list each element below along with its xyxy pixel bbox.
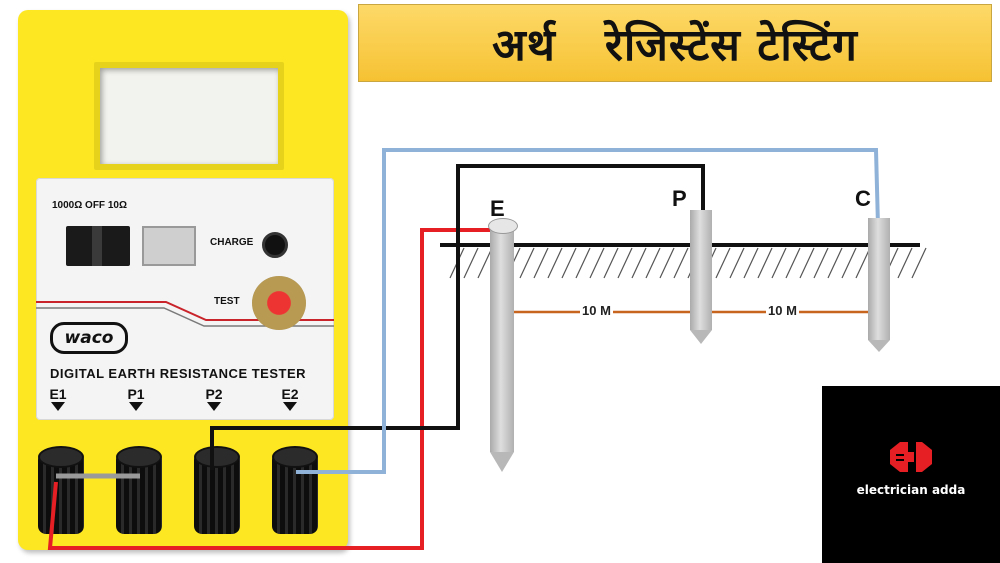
- electrode-p: [690, 210, 712, 330]
- terminal-p1: P1: [116, 386, 156, 411]
- electrode-e-label: E: [490, 196, 505, 221]
- channel-name: electrician adda: [856, 483, 966, 497]
- hatch-line: [715, 247, 731, 279]
- electrode-e-tip: [490, 452, 514, 472]
- down-arrow-icon: [51, 402, 65, 411]
- charge-socket[interactable]: [262, 232, 288, 258]
- hatch-line: [561, 247, 577, 279]
- down-arrow-icon: [283, 402, 297, 411]
- hatch-line: [771, 247, 787, 279]
- knob-cap: [272, 446, 318, 468]
- analog-meter-icon: [142, 226, 196, 266]
- plug-icon: [890, 442, 932, 472]
- electrode-p-tip: [690, 330, 712, 344]
- blue-wire: [296, 148, 880, 474]
- terminal-e1: E1: [38, 386, 78, 411]
- waco-logo: waco: [50, 322, 128, 354]
- hatch-line: [589, 247, 605, 279]
- hatch-line: [547, 247, 563, 279]
- hatch-line: [617, 247, 633, 279]
- hatch-line: [603, 247, 619, 279]
- hatch-line: [477, 247, 493, 279]
- page-title: अर्थ रेजिस्टेंस टेस्टिंग: [492, 20, 858, 71]
- charge-label: CHARGE: [210, 237, 254, 248]
- test-button[interactable]: [252, 276, 306, 330]
- knob-cap: [194, 446, 240, 468]
- terminal-label: E1: [49, 386, 67, 402]
- hatch-line: [855, 247, 871, 279]
- hatch-line: [785, 247, 801, 279]
- terminal-label: P2: [205, 386, 223, 402]
- electrode-c-label: C: [855, 186, 871, 211]
- black-wire: [210, 164, 705, 470]
- electrode-e-head: [488, 218, 518, 234]
- electrode-e: [490, 226, 514, 452]
- terminal-label: P1: [127, 386, 145, 402]
- hatch-line: [645, 247, 661, 279]
- hatch-line: [673, 247, 689, 279]
- hatch-line: [757, 247, 773, 279]
- hatch-line: [897, 247, 913, 279]
- red-wire: [47, 228, 490, 550]
- terminal-e2: E2: [270, 386, 310, 411]
- hatch-line: [799, 247, 815, 279]
- channel-logo-box: [822, 386, 1000, 563]
- hatch-line: [575, 247, 591, 279]
- down-arrow-icon: [207, 402, 221, 411]
- hatch-line: [827, 247, 843, 279]
- hatch-line: [729, 247, 745, 279]
- lcd-display: [94, 62, 284, 170]
- down-arrow-icon: [129, 402, 143, 411]
- terminal-p2: P2: [194, 386, 234, 411]
- title-banner: अर्थ रेजिस्टेंस टेस्टिंग: [358, 4, 992, 82]
- hatch-line: [841, 247, 857, 279]
- electrode-c: [868, 218, 890, 340]
- range-label: 1000Ω OFF 10Ω: [52, 200, 127, 211]
- soil-hatching: [449, 247, 927, 279]
- hatch-line: [911, 247, 927, 279]
- hatch-line: [519, 247, 535, 279]
- electrode-p-label: P: [672, 186, 687, 211]
- hatch-line: [631, 247, 647, 279]
- hatch-line: [659, 247, 675, 279]
- hatch-line: [463, 247, 479, 279]
- hatch-line: [743, 247, 759, 279]
- terminal-label: E2: [281, 386, 299, 402]
- test-label: TEST: [214, 296, 240, 307]
- hatch-line: [813, 247, 829, 279]
- electrode-c-tip: [868, 340, 890, 352]
- hatch-line: [533, 247, 549, 279]
- distance-label-ep: 10 M: [580, 303, 613, 318]
- model-label: DIGITAL EARTH RESISTANCE TESTER: [50, 366, 307, 381]
- knob-cap: [38, 446, 84, 468]
- distance-label-pc: 10 M: [766, 303, 799, 318]
- range-selector-switch[interactable]: [66, 226, 130, 266]
- knob-cap: [116, 446, 162, 468]
